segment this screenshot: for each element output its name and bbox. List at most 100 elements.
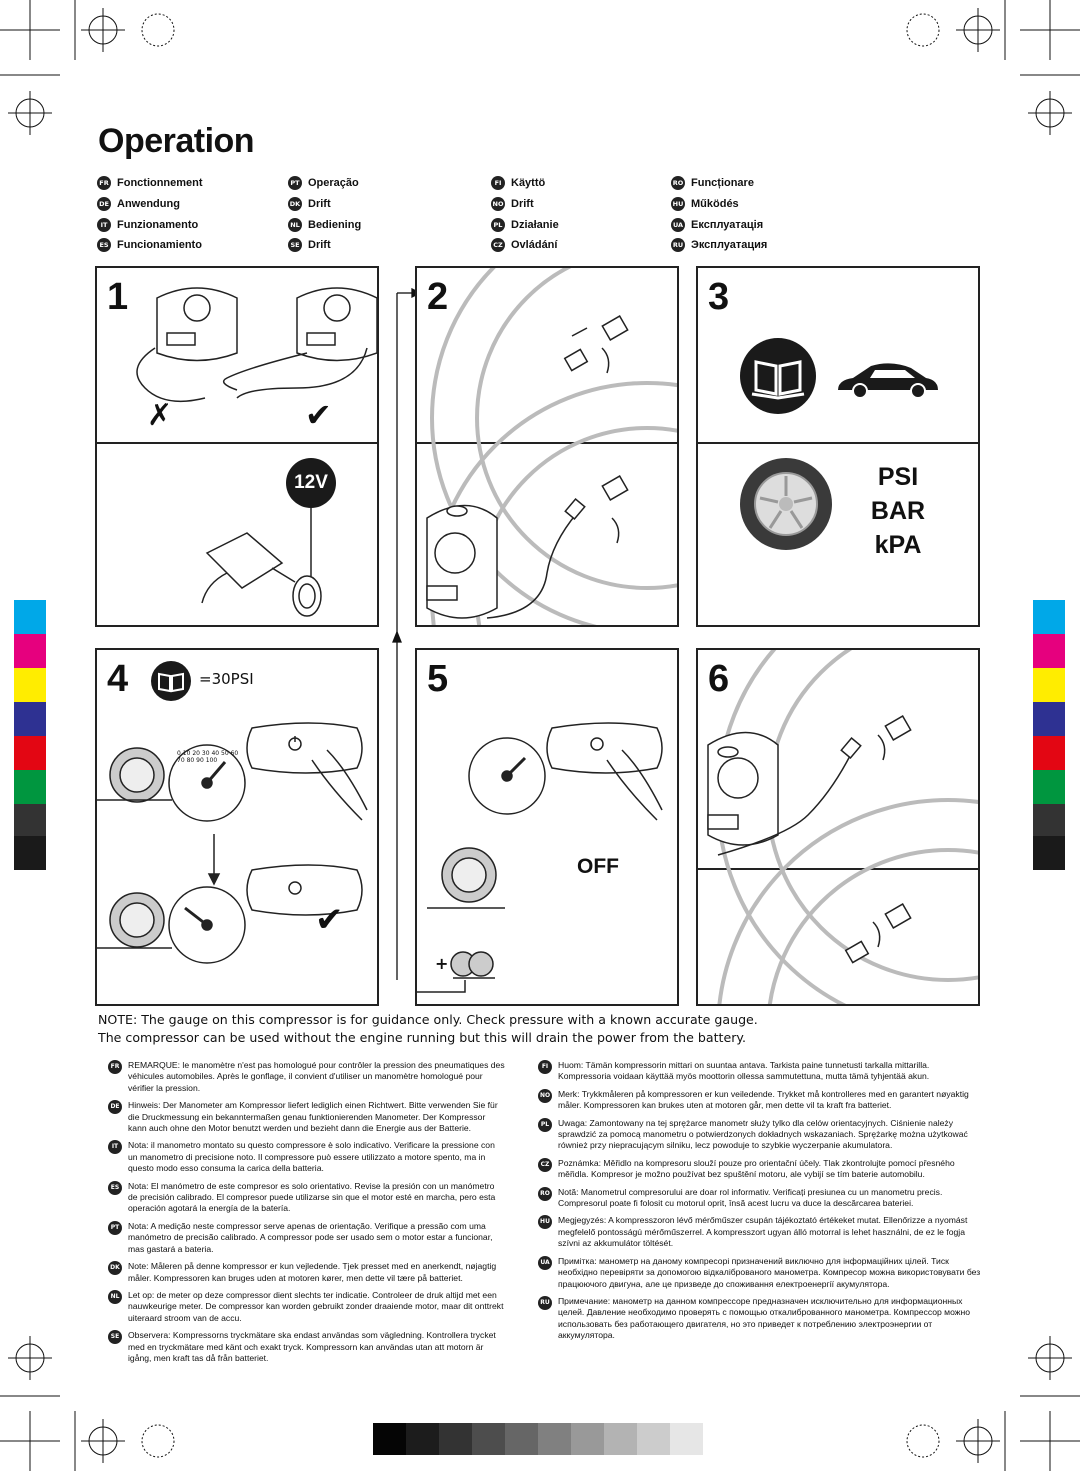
gauge-tick: 30	[201, 750, 210, 757]
check-mark-icon: ✔	[315, 900, 344, 940]
lang-label: Drift	[511, 198, 534, 210]
note-text: Megjegyzés: A kompresszoron lévő mérőműs…	[558, 1215, 968, 1249]
lang-label: Funzionamento	[117, 219, 199, 231]
lang-code: ES	[97, 238, 111, 253]
lang-item: PL Działanie	[491, 218, 559, 233]
gauge-tick: 90	[196, 757, 204, 764]
compressor-illustration	[136, 287, 377, 403]
wheel-valve-illustration	[426, 268, 677, 625]
note-english-2: The compressor can be used without the e…	[98, 1030, 747, 1045]
tyre-icon	[740, 458, 832, 550]
socket-plug-illustration	[201, 508, 322, 617]
lang-code: RU	[538, 1295, 552, 1310]
manual-book-icon	[151, 661, 191, 701]
note-item: NL Let op: de meter op deze compressor di…	[108, 1289, 506, 1324]
gauge-tick: 10	[182, 750, 191, 757]
lang-code: NO	[491, 197, 505, 212]
lang-code: NO	[538, 1088, 552, 1103]
note-text: REMARQUE: le manomètre n'est pas homolog…	[128, 1060, 505, 1093]
pressure-units: PSI BAR kPA	[853, 460, 943, 562]
note-item: PL Uwaga: Zamontowany na tej sprężarce ma…	[538, 1117, 982, 1152]
step-number: 3	[708, 276, 730, 318]
panel-divider	[698, 442, 978, 444]
lang-label: Operação	[308, 177, 359, 189]
lang-item: DE Anwendung	[97, 197, 180, 212]
note-text: Uwaga: Zamontowany na tej sprężarce mano…	[558, 1117, 968, 1151]
panel-divider	[417, 442, 677, 444]
lang-label: Funcționare	[691, 177, 754, 189]
unit-bar: BAR	[870, 497, 926, 525]
lang-label: Działanie	[511, 219, 559, 231]
unit-psi: PSI	[877, 463, 919, 491]
lang-code: DE	[97, 197, 111, 212]
note-text: Notă: Manometrul compresorului are doar …	[558, 1186, 943, 1209]
lang-code: DK	[288, 197, 302, 212]
note-text: Merk: Trykkmåleren på kompressoren er ku…	[558, 1088, 969, 1111]
gauge-tick: 20	[192, 750, 200, 757]
gauge-off-illustration	[417, 722, 663, 993]
lang-code: DE	[108, 1100, 122, 1115]
voltage-label: 12V	[294, 472, 328, 493]
gauge-tick: 70	[177, 757, 185, 764]
lang-label: Drift	[308, 239, 331, 251]
step-2-panel: 2	[415, 266, 679, 627]
step-3-panel: 3 PSI BAR kPA	[696, 266, 980, 627]
lang-code: HU	[538, 1215, 552, 1230]
gauge-tick: 0	[177, 750, 181, 757]
lang-code: PL	[491, 218, 505, 233]
color-bar-left	[14, 600, 46, 870]
lang-code: FI	[491, 176, 505, 191]
lang-code: IT	[97, 218, 111, 233]
gauge-tick: 50	[221, 750, 229, 757]
lang-label: Anwendung	[117, 198, 180, 210]
lang-label: Funcionamiento	[117, 239, 202, 251]
note-text: Let op: de meter op deze compressor dien…	[128, 1289, 504, 1323]
lang-label: Bediening	[308, 219, 362, 231]
note-text: Nota: A medição neste compressor serve a…	[128, 1220, 493, 1254]
lang-code: FR	[97, 176, 111, 191]
lang-code: RO	[538, 1186, 552, 1201]
step-connector-arrows	[392, 287, 420, 980]
lang-code: NL	[108, 1289, 122, 1304]
note-item: RU Примечание: манометр на данном компрес…	[538, 1295, 982, 1342]
gauge-tick: 40	[211, 750, 220, 757]
step-number: 4	[107, 658, 129, 700]
lang-code: UA	[671, 218, 685, 233]
panel-divider	[698, 868, 978, 870]
lang-code: RU	[671, 238, 685, 253]
note-text: Примечание: манометр на данном компрессо…	[558, 1295, 971, 1341]
note-text: Observera: Kompressorns tryckmätare ska …	[128, 1330, 496, 1363]
lang-code: SE	[288, 238, 302, 253]
note-item: NO Merk: Trykkmåleren på kompressoren er …	[538, 1088, 982, 1112]
lang-item: ES Funcionamiento	[97, 238, 202, 253]
gauge-inflation-illustration	[97, 722, 368, 964]
off-label: OFF	[577, 855, 619, 878]
panel-divider	[97, 442, 377, 444]
note-item: RO Notă: Manometrul compresorului are doa…	[538, 1186, 982, 1210]
lang-label: Működés	[691, 198, 739, 210]
note-text: Nota: El manómetro de este compresor es …	[128, 1180, 496, 1214]
step-4-panel: 4 =30PSI	[95, 648, 379, 1006]
lang-code: UA	[538, 1255, 552, 1270]
lang-code: IT	[108, 1140, 122, 1155]
lang-item: IT Funzionamento	[97, 218, 199, 233]
cross-mark-icon: ✗	[147, 398, 173, 433]
plus-sign: +	[435, 954, 449, 973]
gauge-ticks-top: 0 10 20 30 40 50 60 70 80 90 100	[177, 750, 239, 764]
step-number: 2	[427, 276, 449, 318]
lang-code: PL	[538, 1117, 552, 1132]
lang-label: Fonctionnement	[117, 177, 203, 189]
note-text: Poznámka: Měřidlo na kompresoru slouží p…	[558, 1157, 955, 1180]
